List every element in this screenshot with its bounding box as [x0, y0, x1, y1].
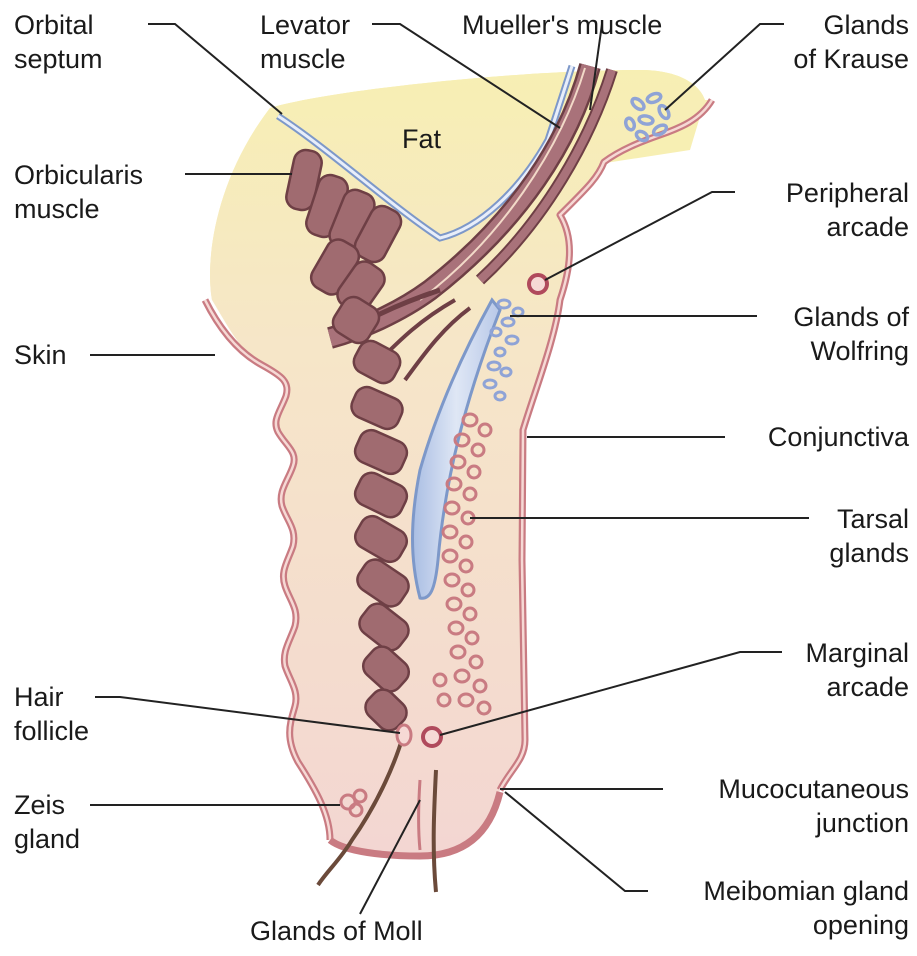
marginal-arcade-vessel	[423, 728, 441, 746]
label-fat-text: Fat	[402, 122, 441, 156]
label-skin: Skin	[14, 338, 67, 372]
label-glands-of-moll: Glands of Moll	[250, 914, 423, 948]
label-muellers-muscle-text: Mueller's muscle	[462, 8, 662, 42]
label-muellers-muscle: Mueller's muscle	[462, 8, 662, 42]
label-glands-of-moll-text: Glands of Moll	[250, 914, 423, 948]
label-fat: Fat	[402, 122, 441, 156]
label-skin-text: Skin	[14, 338, 67, 372]
peripheral-arcade-vessel	[529, 275, 547, 293]
label-conjunctiva-text: Conjunctiva	[768, 420, 909, 454]
label-conjunctiva: Conjunctiva	[768, 420, 909, 454]
eyelid-body	[210, 70, 712, 856]
